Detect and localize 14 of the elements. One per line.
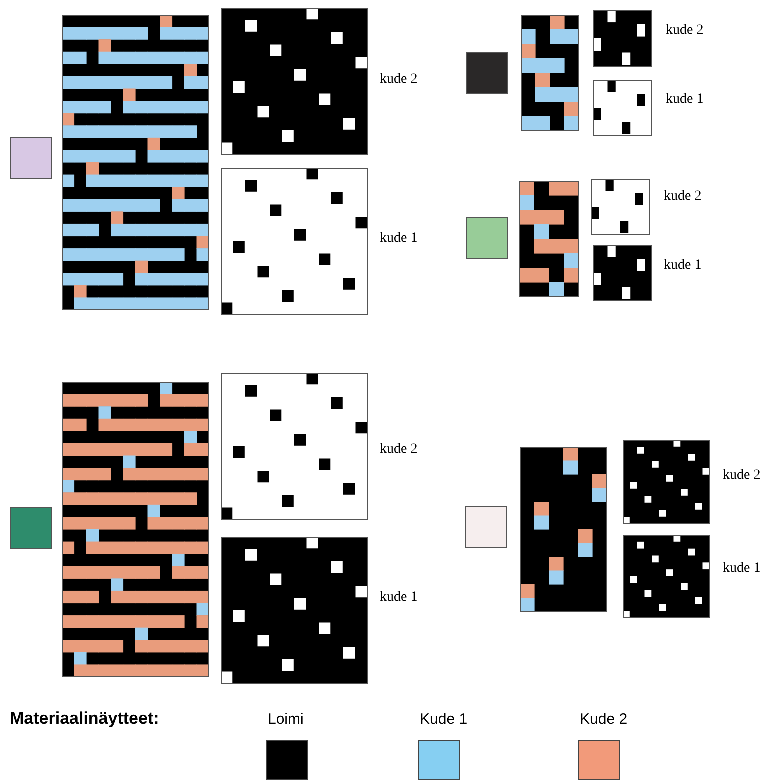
- weft-label: kude 2: [380, 73, 418, 87]
- legend-label: Loimi: [268, 712, 304, 727]
- weft-label: kude 2: [723, 469, 761, 483]
- weft-label: kude 2: [666, 24, 704, 38]
- weft-label: kude 2: [380, 443, 418, 457]
- legend-label: Kude 2: [580, 712, 628, 727]
- weft-label: kude 1: [380, 591, 418, 605]
- weft-label: kude 1: [380, 232, 418, 246]
- weft-label: kude 1: [723, 562, 761, 576]
- weft-label: kude 1: [666, 93, 704, 107]
- legend-title: Materiaalinäytteet:: [10, 710, 160, 727]
- weft-label: kude 1: [664, 259, 702, 273]
- weft-label: kude 2: [664, 190, 702, 204]
- legend-label: Kude 1: [420, 712, 468, 727]
